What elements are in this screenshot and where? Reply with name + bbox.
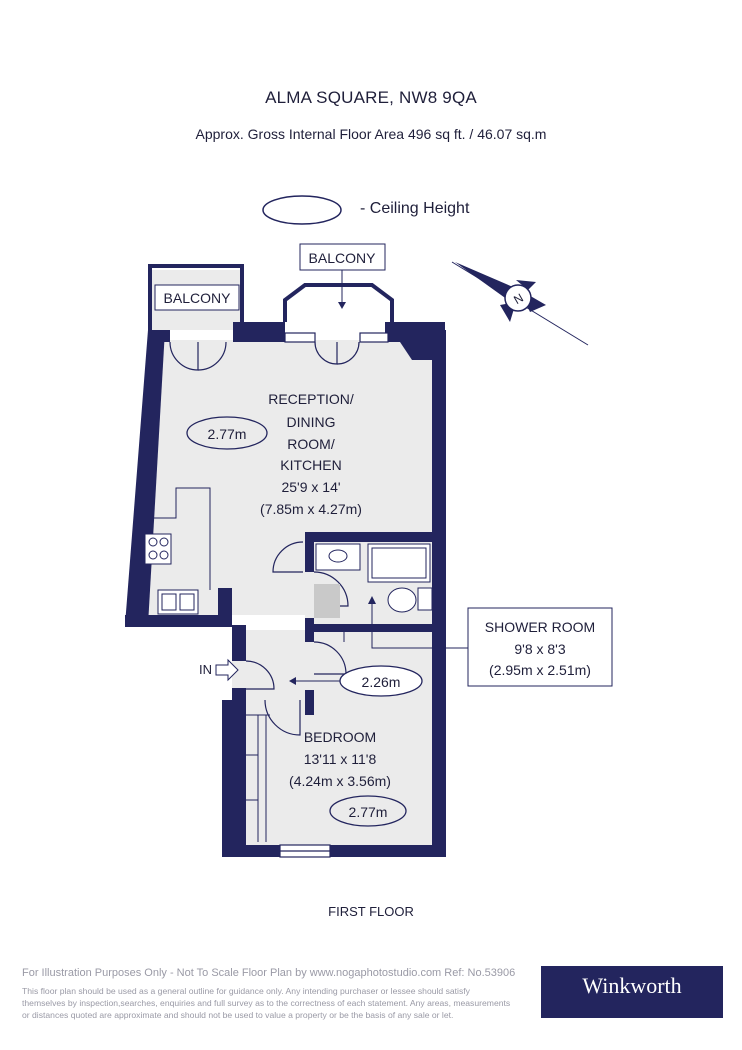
compass-icon: N xyxy=(451,261,589,346)
entrance-arrow-icon xyxy=(215,658,239,682)
footer-disclaimer-line-3: or distances quoted are approximate and … xyxy=(22,1010,454,1020)
bedroom-name: BEDROOM xyxy=(304,729,376,745)
footer-disclaimer-line-2: themselves by inspection,searches, enqui… xyxy=(22,998,511,1008)
wardrobe xyxy=(246,714,270,842)
reception-ceiling-height: 2.77m xyxy=(208,426,247,442)
balcony-left-box xyxy=(154,284,240,311)
reception-name-line-4: KITCHEN xyxy=(280,457,341,473)
shower-room-name: SHOWER ROOM xyxy=(485,619,595,635)
walls xyxy=(125,322,446,857)
floor-area: Approx. Gross Internal Floor Area 496 sq… xyxy=(195,126,547,142)
bedroom-ceiling-ellipse xyxy=(329,795,407,827)
reception-size-metric: (7.85m x 4.27m) xyxy=(260,501,362,517)
hall-ceiling-height: 2.26m xyxy=(362,674,401,690)
shower-room-box xyxy=(467,607,613,687)
balcony-left-label: BALCONY xyxy=(164,290,232,306)
reception-size-imperial: 25'9 x 14' xyxy=(281,479,340,495)
property-address: ALMA SQUARE, NW8 9QA xyxy=(265,88,477,107)
reception-ceiling-ellipse xyxy=(186,416,268,450)
brand-logo-text: Winkworth xyxy=(582,973,682,998)
ceiling-height-legend-icon xyxy=(262,195,342,225)
brand-logo xyxy=(541,966,723,1018)
ceiling-height-legend: - Ceiling Height xyxy=(360,200,470,217)
floor-label: FIRST FLOOR xyxy=(328,904,414,919)
reception-name-line-1: RECEPTION/ xyxy=(268,391,354,407)
bathroom-fixtures xyxy=(314,543,433,618)
entrance-label: IN xyxy=(199,662,212,677)
bedroom-ceiling-height: 2.77m xyxy=(349,804,388,820)
bedroom-size-metric: (4.24m x 3.56m) xyxy=(289,773,391,789)
shower-room-size-metric: (2.95m x 2.51m) xyxy=(489,662,591,678)
doors-windows xyxy=(169,332,389,858)
balcony-top-label: BALCONY xyxy=(309,250,377,266)
balcony-outlines xyxy=(148,264,394,330)
kitchen-units xyxy=(144,487,211,615)
footer-credit: For Illustration Purposes Only - Not To … xyxy=(22,967,516,979)
balcony-top-box xyxy=(299,243,386,271)
footer-disclaimer-line-1: This floor plan should be used as a gene… xyxy=(22,986,470,996)
shower-room-size-imperial: 9'8 x 8'3 xyxy=(514,641,565,657)
reception-name-line-3: ROOM/ xyxy=(287,436,335,452)
bedroom-size-imperial: 13'11 x 11'8 xyxy=(304,751,377,767)
reception-name-line-2: DINING xyxy=(287,414,336,430)
